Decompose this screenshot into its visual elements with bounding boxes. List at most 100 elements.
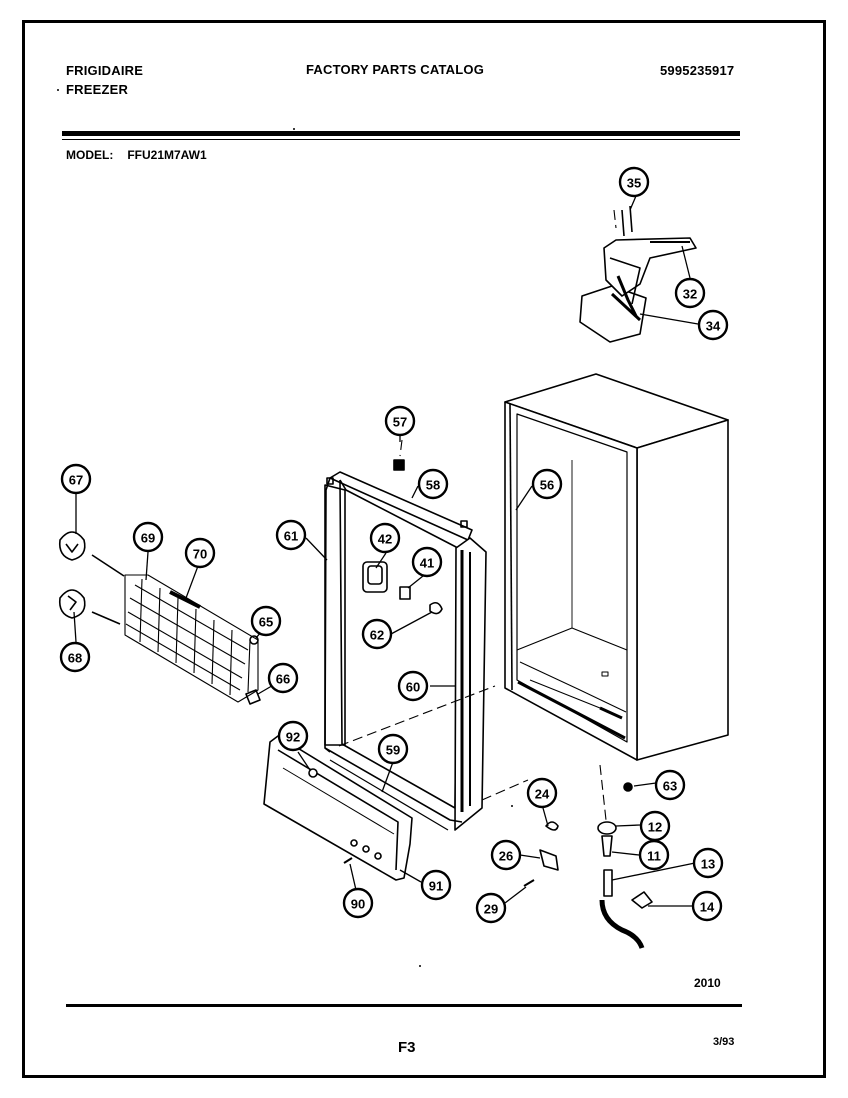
print-date: 3/93 bbox=[713, 1036, 735, 1048]
callout-circle bbox=[420, 869, 452, 901]
callout-circle bbox=[417, 468, 449, 500]
callout-13: 13 bbox=[692, 847, 724, 879]
callout-label: 59 bbox=[386, 743, 400, 758]
callout-59: 59 bbox=[377, 733, 409, 765]
callout-56: 56 bbox=[531, 468, 563, 500]
leader-lines bbox=[73, 195, 699, 907]
callout-circle bbox=[618, 166, 650, 198]
callout-69: 69 bbox=[132, 521, 164, 553]
kick-plate-drawing bbox=[263, 735, 413, 881]
callout-label: 57 bbox=[393, 415, 407, 430]
callout-60: 60 bbox=[397, 670, 429, 702]
callout-circle bbox=[369, 522, 401, 554]
callout-circle bbox=[275, 519, 307, 551]
callout-circle bbox=[132, 521, 164, 553]
callout-label: 41 bbox=[420, 556, 434, 571]
callout-label: 58 bbox=[426, 478, 440, 493]
callout-label: 68 bbox=[68, 651, 82, 666]
callout-circle bbox=[674, 277, 706, 309]
callout-label: 35 bbox=[627, 176, 641, 191]
callout-label: 63 bbox=[663, 779, 677, 794]
callout-circle bbox=[60, 463, 92, 495]
model-value: FFU21M7AW1 bbox=[127, 148, 207, 162]
callout-label: 65 bbox=[259, 615, 273, 630]
callout-90: 90 bbox=[342, 887, 374, 919]
callout-label: 29 bbox=[484, 902, 498, 917]
callout-circle bbox=[277, 720, 309, 752]
callout-circle bbox=[384, 405, 416, 437]
callout-circle bbox=[184, 537, 216, 569]
callout-circle bbox=[697, 309, 729, 341]
callout-label: 11 bbox=[647, 849, 661, 864]
basket-drawing bbox=[124, 574, 259, 703]
callout-circle bbox=[490, 839, 522, 871]
callout-32: 32 bbox=[674, 277, 706, 309]
callout-label: 14 bbox=[700, 900, 715, 915]
callout-41: 41 bbox=[411, 546, 443, 578]
callout-label: 90 bbox=[351, 897, 365, 912]
callout-circle bbox=[267, 662, 299, 694]
catalog-title: FACTORY PARTS CATALOG bbox=[306, 62, 485, 77]
catalog-number: 5995235917 bbox=[660, 63, 735, 78]
callout-68: 68 bbox=[59, 641, 91, 673]
callout-circle bbox=[531, 468, 563, 500]
footer-rule bbox=[66, 1004, 742, 1007]
callout-circle bbox=[397, 670, 429, 702]
callout-label: 91 bbox=[429, 879, 443, 894]
callout-circle bbox=[692, 847, 724, 879]
callout-label: 92 bbox=[286, 730, 300, 745]
callout-circle bbox=[638, 839, 670, 871]
callout-circle bbox=[342, 887, 374, 919]
callout-label: 66 bbox=[276, 672, 290, 687]
callout-label: 12 bbox=[648, 820, 662, 835]
print-specks bbox=[57, 89, 513, 967]
callout-label: 67 bbox=[69, 473, 83, 488]
callout-label: 60 bbox=[406, 680, 420, 695]
callout-92: 92 bbox=[277, 720, 309, 752]
callout-label: 42 bbox=[378, 532, 392, 547]
callout-circle bbox=[691, 890, 723, 922]
callout-label: 70 bbox=[193, 547, 207, 562]
callout-11: 11 bbox=[638, 839, 670, 871]
header-rule bbox=[62, 131, 740, 136]
callout-label: 24 bbox=[535, 787, 550, 802]
callout-66: 66 bbox=[267, 662, 299, 694]
assembly-lines bbox=[338, 209, 617, 821]
callout-35: 35 bbox=[618, 166, 650, 198]
callout-65: 65 bbox=[250, 605, 282, 637]
callout-label: 62 bbox=[370, 628, 384, 643]
callout-63: 63 bbox=[654, 769, 686, 801]
callout-70: 70 bbox=[184, 537, 216, 569]
callout-circle bbox=[475, 892, 507, 924]
diagram-code: 2010 bbox=[694, 976, 721, 990]
callout-circle bbox=[411, 546, 443, 578]
callout-61: 61 bbox=[275, 519, 307, 551]
callout-42: 42 bbox=[369, 522, 401, 554]
callout-29: 29 bbox=[475, 892, 507, 924]
callout-circle bbox=[250, 605, 282, 637]
callout-label: 32 bbox=[683, 287, 697, 302]
callout-label: 69 bbox=[141, 531, 155, 546]
callout-label: 56 bbox=[540, 478, 554, 493]
callout-12: 12 bbox=[639, 810, 671, 842]
product-type: FREEZER bbox=[66, 82, 129, 97]
callout-34: 34 bbox=[697, 309, 729, 341]
control-assembly-drawing bbox=[579, 205, 697, 343]
callout-circle bbox=[59, 641, 91, 673]
small-parts-drawing bbox=[58, 459, 653, 949]
callout-57: 57 bbox=[384, 405, 416, 437]
callout-58: 58 bbox=[417, 468, 449, 500]
callout-circle bbox=[526, 777, 558, 809]
callout-label: 26 bbox=[499, 849, 513, 864]
model-line: MODEL: FFU21M7AW1 bbox=[66, 148, 207, 162]
callout-26: 26 bbox=[490, 839, 522, 871]
callout-24: 24 bbox=[526, 777, 558, 809]
model-label: MODEL: bbox=[66, 148, 114, 162]
page-number: F3 bbox=[398, 1039, 416, 1056]
callout-91: 91 bbox=[420, 869, 452, 901]
callout-62: 62 bbox=[361, 618, 393, 650]
callout-label: 61 bbox=[284, 529, 298, 544]
